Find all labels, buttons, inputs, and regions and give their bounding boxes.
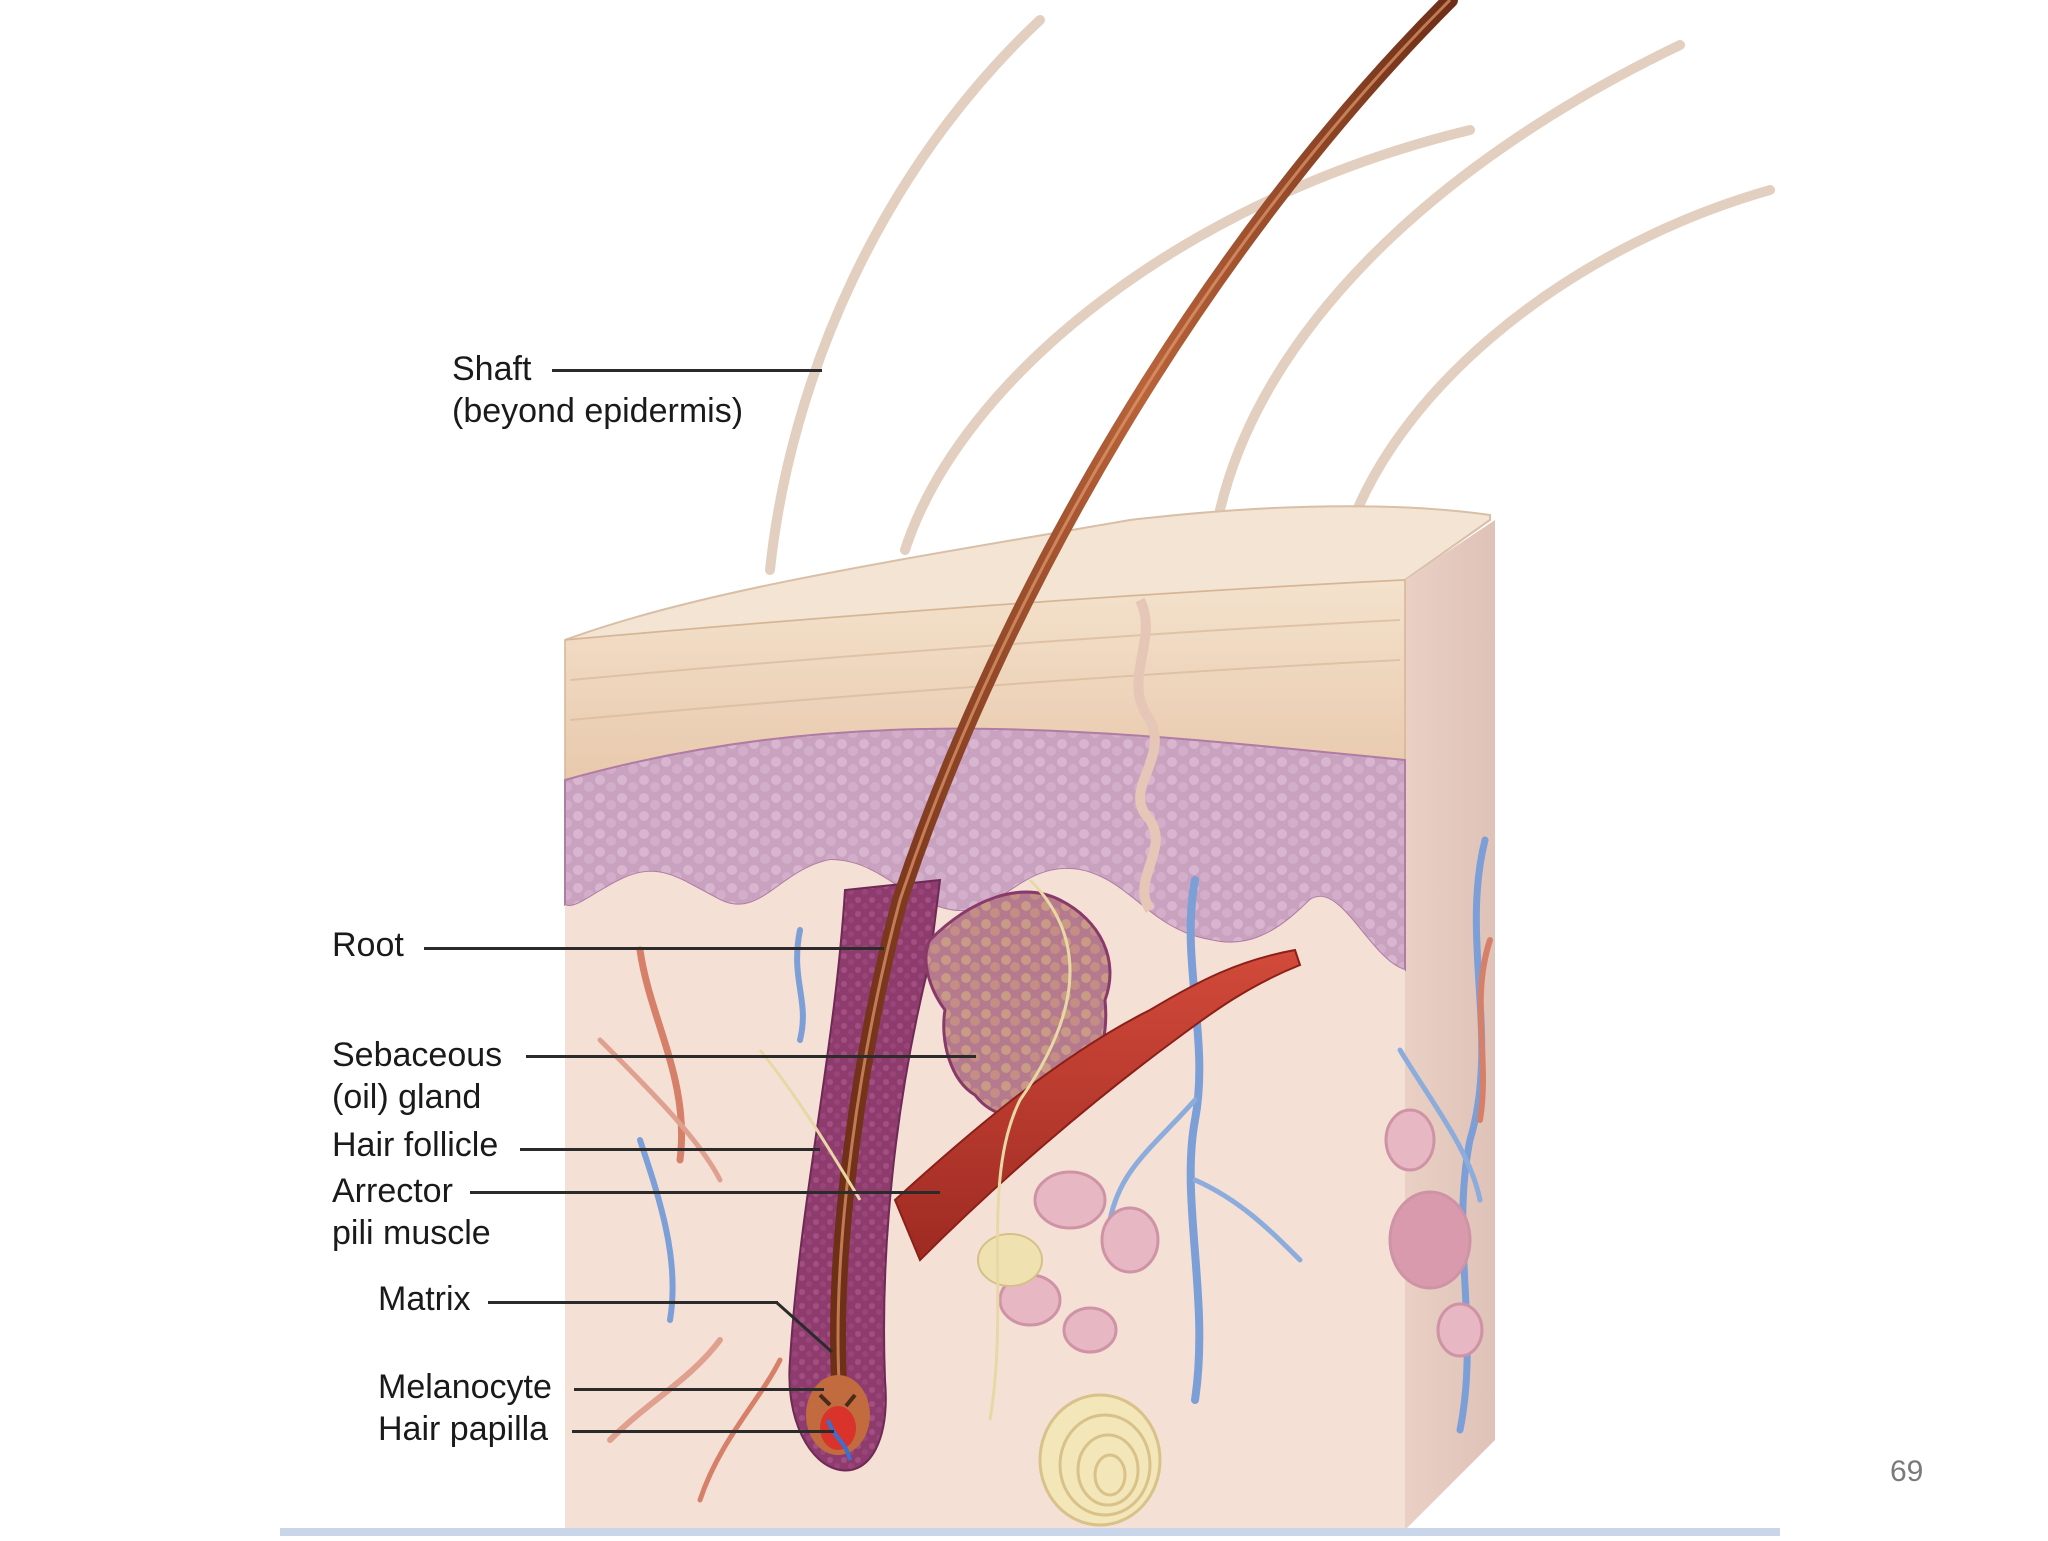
label-shaft-line1: Shaft [452, 350, 532, 388]
label-sebaceous: Sebaceous (oil) gland [332, 1034, 502, 1118]
leader-follicle [520, 1148, 820, 1151]
label-melanocyte: Melanocyte [378, 1366, 552, 1408]
leader-melanocyte [574, 1388, 824, 1391]
nerve-ending [977, 1233, 1043, 1287]
label-papilla-line1: Hair papilla [378, 1410, 549, 1448]
page-number: 69 [1890, 1455, 1924, 1488]
label-root-line1: Root [332, 926, 404, 964]
hair-papilla [820, 1406, 856, 1450]
leader-arrector [470, 1191, 940, 1194]
bottom-border [280, 1528, 1780, 1536]
label-root: Root [332, 924, 404, 966]
pacinian-corpuscle [1038, 1393, 1162, 1527]
label-follicle-line1: Hair follicle [332, 1126, 499, 1164]
leader-sebaceous [526, 1055, 976, 1058]
label-arrector-line2: pili muscle [332, 1214, 491, 1252]
label-arrector: Arrector pili muscle [332, 1170, 491, 1254]
label-sebaceous-line1: Sebaceous [332, 1036, 503, 1074]
leader-root [424, 947, 884, 950]
label-shaft: Shaft (beyond epidermis) [452, 348, 743, 432]
label-arrector-line1: Arrector [332, 1172, 453, 1210]
nerve-fibers [758, 878, 1072, 1421]
leader-papilla [572, 1430, 834, 1433]
leader-matrix [488, 1301, 778, 1304]
label-melanocyte-line1: Melanocyte [378, 1368, 552, 1406]
label-sebaceous-line2: (oil) gland [332, 1078, 482, 1116]
hair-follicle [788, 878, 942, 1472]
label-papilla: Hair papilla [378, 1408, 548, 1450]
sweat-duct [1133, 597, 1161, 913]
label-matrix-line1: Matrix [378, 1280, 471, 1318]
label-matrix: Matrix [378, 1278, 471, 1320]
label-shaft-line2: (beyond epidermis) [452, 392, 744, 430]
arrector-pili-muscle [893, 948, 1302, 1262]
leader-shaft [552, 369, 822, 372]
label-follicle: Hair follicle [332, 1124, 498, 1166]
melanocytes [818, 1393, 857, 1408]
surface-hairs [765, 15, 1775, 575]
